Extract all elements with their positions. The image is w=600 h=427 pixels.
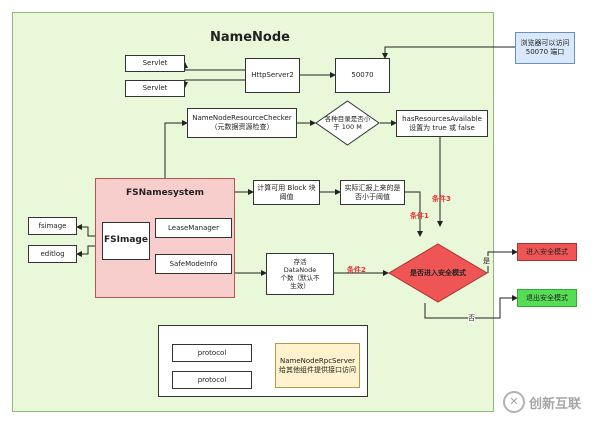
- line-decision-exit: [424, 295, 518, 319]
- safemode-info-box: SafeModeInfo: [155, 254, 232, 274]
- editlog-box: editlog: [28, 245, 77, 263]
- decision-label: 是否进入安全模式: [410, 269, 466, 277]
- has-resources-box: hasResourcesAvailable 设置为 true 或 false: [396, 110, 488, 137]
- resource-checker-box: NameNodeResourceChecker （元数据资源检查）: [187, 108, 297, 138]
- enter-safe-mode-box: 进入安全模式: [517, 243, 577, 261]
- line-browser-port: [382, 46, 515, 59]
- browser-box: 浏览器可以访问 50070 端口: [515, 32, 575, 64]
- yes-label: 是: [483, 256, 490, 266]
- port-box: 50070: [335, 58, 390, 93]
- fsnamesystem-title: FSNamesystem: [125, 188, 205, 198]
- protocol-box-2: protocol: [172, 371, 252, 389]
- actual-report-box: 实际汇报上来的是 否小于阈值: [340, 180, 405, 205]
- calc-block-box: 计算可用 Block 块 阈值: [253, 180, 320, 205]
- line-fs-checker: [164, 120, 188, 178]
- line-http-servlet1: [182, 62, 245, 71]
- condition-3-label: 条件3: [432, 195, 451, 203]
- fsimage-box: fsimage: [28, 217, 77, 235]
- line-http-servlet2: [182, 79, 245, 88]
- http-server-box: HttpServer2: [245, 58, 300, 93]
- line-actual-decision: [405, 191, 423, 237]
- watermark: ✕ 创新互联: [503, 391, 581, 413]
- decision-diamond: [388, 243, 488, 303]
- condition-1-label: 条件1: [410, 212, 429, 220]
- rpc-server-box: NameNodeRpcServer 给其他组件提供接口访问: [275, 343, 360, 388]
- datanode-count-box: 存活 DataNode 个数（默认不 生效）: [266, 253, 334, 295]
- lease-manager-box: LeaseManager: [155, 218, 232, 238]
- disk-check-label: 各种目录是否小 于 100 M: [324, 114, 371, 131]
- fsimage-inner-box: FSImage: [102, 222, 150, 260]
- exit-safe-mode-box: 退出安全模式: [517, 289, 577, 307]
- condition-2-label: 条件2: [347, 266, 366, 274]
- watermark-logo-icon: ✕: [503, 391, 525, 413]
- line-decision-enter: [487, 249, 518, 273]
- watermark-text: 创新互联: [529, 396, 582, 412]
- diagram-title: NameNode: [210, 30, 290, 45]
- protocol-box-1: protocol: [172, 344, 252, 362]
- servlet-box-1: Servlet: [125, 55, 185, 72]
- servlet-box-2: Servlet: [125, 80, 185, 97]
- disk-check-diamond: [315, 100, 380, 146]
- no-label: 否: [468, 313, 475, 323]
